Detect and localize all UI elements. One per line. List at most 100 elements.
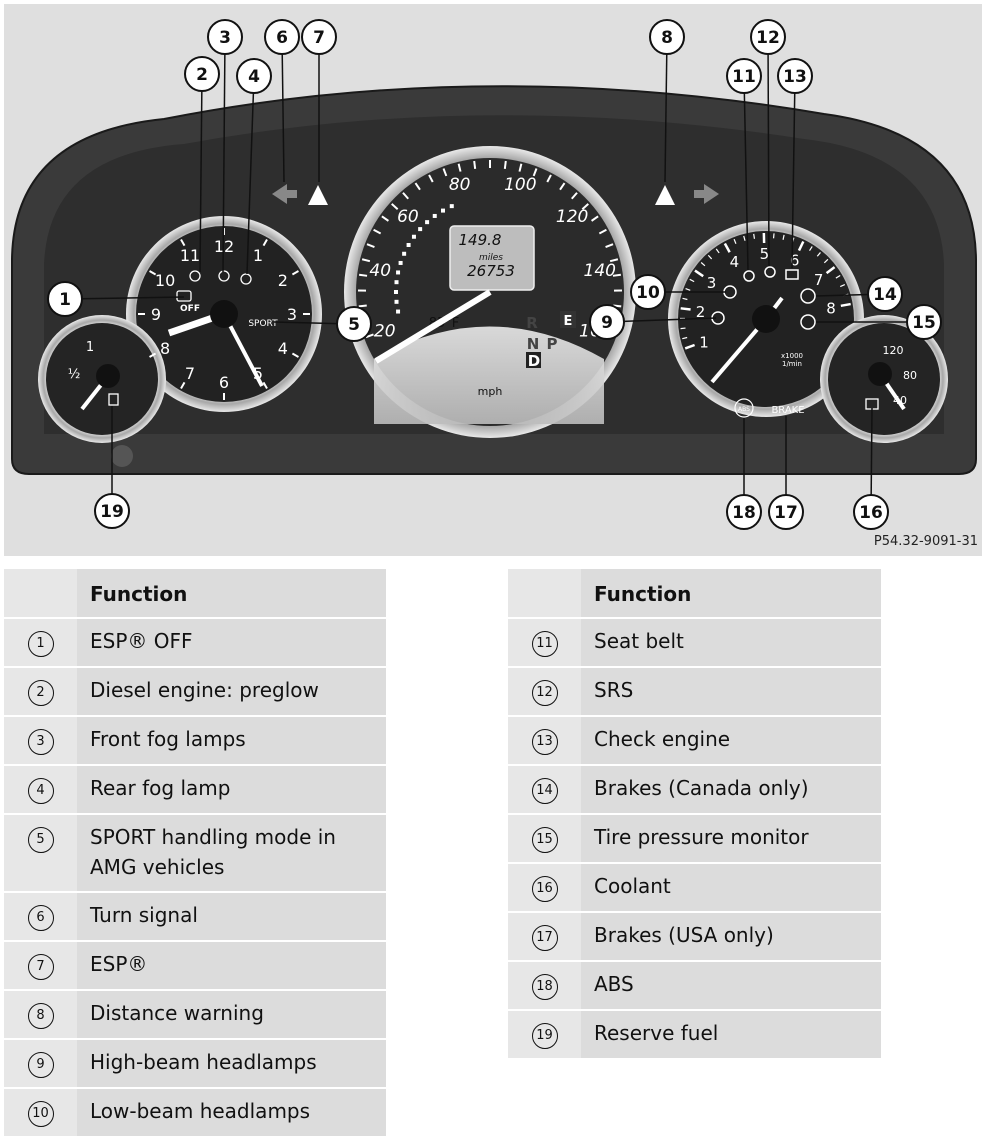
callout-leader-line (623, 317, 717, 323)
callout-circle (726, 58, 762, 94)
speed-tick (532, 168, 538, 177)
tachometer-hub (752, 305, 780, 333)
speed-tick (559, 182, 566, 191)
row-function-cell: Distance warning (77, 991, 386, 1038)
speed-indicator-dot (449, 204, 454, 209)
clock-tick (291, 270, 299, 276)
speed-label: 60 (397, 207, 419, 227)
row-function-cell: ABS (581, 962, 881, 1009)
row-function-text: SPORT handling mode in (90, 825, 336, 849)
clock-label: 8 (160, 339, 170, 358)
speed-indicator-dot (398, 260, 403, 265)
speed-indicator-dot (394, 299, 399, 304)
rpm-tick (680, 307, 691, 311)
row-function-text: Rear fog lamp (90, 776, 231, 800)
speed-indicator-dot (394, 280, 399, 285)
rpm-tick (689, 278, 695, 283)
clock-label: 5 (253, 364, 263, 383)
callout-circle (207, 19, 243, 55)
check-engine-icon (785, 269, 799, 280)
gear-indicator: P (547, 335, 558, 353)
speed-tick (373, 228, 382, 235)
rpm-tick (685, 288, 691, 291)
seat-belt-icon (743, 270, 755, 282)
row-number-badge: 12 (531, 680, 558, 706)
row-number-cell: 2 (4, 668, 77, 715)
callout-number: 16 (859, 503, 883, 523)
row-function-text: Brakes (USA only) (594, 923, 774, 947)
callout-circle (589, 304, 625, 340)
front-fog-icon (218, 270, 230, 282)
callout-circle (336, 306, 372, 342)
row-number-badge: 6 (27, 905, 54, 931)
row-function-cell: Turn signal (77, 893, 386, 940)
callout-number: 12 (756, 28, 780, 48)
speed-indicator-dot (425, 220, 430, 225)
row-function-text: AMG vehicles (90, 855, 225, 879)
speed-tick (402, 192, 409, 200)
callout-number: 3 (219, 28, 231, 48)
speed-tick (546, 174, 552, 183)
callout-circle (906, 304, 942, 340)
odometer-unit: miles (479, 253, 503, 263)
row-function-text: ABS (594, 972, 634, 996)
coolant-hub (868, 362, 892, 386)
callout-circle (649, 19, 685, 55)
row-number-cell: 18 (508, 962, 581, 1009)
clock-tick (291, 352, 299, 358)
speed-tick (365, 333, 374, 339)
speed-tick (503, 160, 507, 170)
clock-label: 6 (219, 373, 229, 392)
callout-number: 13 (783, 67, 807, 87)
row-function-cell: Low-beam headlamps (77, 1089, 386, 1136)
row-number-badge: 2 (27, 680, 54, 706)
sport-indicator: SPORT (248, 319, 278, 329)
row-number-cell: 6 (4, 893, 77, 940)
callout-number: 8 (661, 28, 673, 48)
speed-tick (457, 163, 462, 172)
row-function-cell: Tire pressure monitor (581, 815, 881, 862)
callout-circle (777, 58, 813, 94)
fuel-label: ½ (68, 367, 81, 382)
rpm-label: 5 (760, 245, 770, 263)
mode-indicator-box (560, 311, 576, 328)
fuel-pump-icon (108, 393, 119, 406)
callout-leader-line (791, 92, 796, 269)
row-number-badge: 18 (531, 974, 558, 1000)
coolant-label: 80 (903, 369, 917, 382)
callout-number: 7 (313, 28, 325, 48)
clock-tick (149, 352, 157, 358)
coolant-label: 120 (883, 344, 904, 357)
speed-tick (605, 243, 614, 248)
rpm-tick (743, 235, 746, 241)
rpm-label: 6 (790, 252, 800, 270)
row-function-text: Check engine (594, 727, 731, 751)
esp-off-icon (176, 290, 192, 302)
instrument-cluster-figure: 149.8 miles 26753 85°F mph E SPORT OFF x… (4, 4, 982, 556)
clock-tick (262, 381, 268, 389)
callout-circle (750, 19, 786, 55)
clock-tick (149, 270, 157, 276)
figure-dynamic-layer: 20406080100120140160RNPD1234567891011121… (47, 19, 942, 530)
callout-number: 1 (59, 290, 71, 310)
brake-warning-indicator: BRAKE (771, 405, 804, 416)
callout-number: 9 (601, 313, 613, 333)
reset-knob[interactable] (111, 445, 133, 467)
rpm-tick (823, 258, 829, 264)
speed-tick (473, 160, 477, 170)
speed-indicator-dot (406, 243, 411, 247)
row-number-badge: 8 (27, 1003, 54, 1029)
clock-tick (180, 239, 186, 247)
rpm-tick (809, 246, 813, 252)
rpm-tick (782, 234, 785, 240)
callout-number: 14 (873, 285, 897, 305)
speed-label: 100 (504, 175, 536, 195)
speed-tick (581, 203, 589, 210)
speed-tick (361, 258, 371, 263)
callout-number: 17 (774, 503, 798, 523)
